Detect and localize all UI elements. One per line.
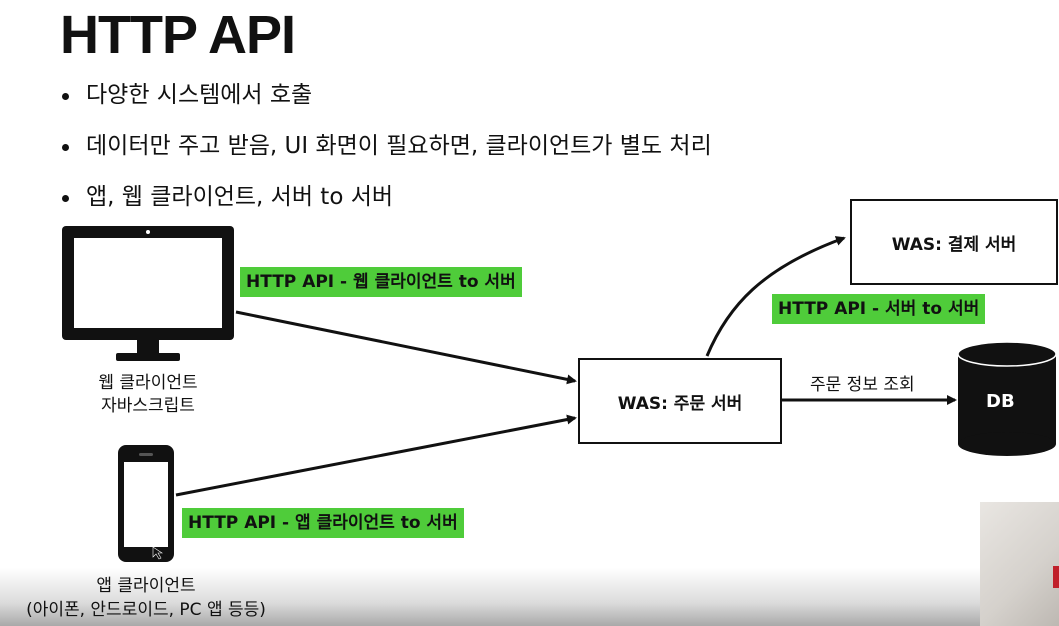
web-client-label: 웹 클라이언트 xyxy=(98,373,198,393)
phone-icon xyxy=(118,445,174,562)
bullet-item: 다양한 시스템에서 호출 xyxy=(58,78,712,129)
app-client-caption: 앱 클라이언트 (아이폰, 안드로이드, PC 앱 등등) xyxy=(8,574,284,622)
order-to-payment-arrow xyxy=(705,236,846,357)
server-to-server-label: HTTP API - 서버 to 서버 xyxy=(772,294,986,324)
app-client-sublabel: (아이폰, 안드로이드, PC 앱 등등) xyxy=(26,600,266,620)
db-label: DB xyxy=(986,391,1015,412)
payment-server-box: WAS: 결제 서버 xyxy=(850,199,1058,285)
web-client-sublabel: 자바스크립트 xyxy=(101,396,195,416)
thumbnail-accent xyxy=(1053,566,1059,588)
web-client-caption: 웹 클라이언트 자바스크립트 xyxy=(60,372,236,418)
app-to-server-label: HTTP API - 앱 클라이언트 to 서버 xyxy=(182,508,464,538)
app-to-order-arrow xyxy=(175,414,577,497)
order-server-label: WAS: 주문 서버 xyxy=(617,393,743,414)
web-to-server-label: HTTP API - 웹 클라이언트 to 서버 xyxy=(240,267,522,297)
monitor-icon xyxy=(62,226,234,361)
order-query-label: 주문 정보 조회 xyxy=(810,375,915,395)
app-client-label: 앱 클라이언트 xyxy=(96,576,196,596)
bullet-list: 다양한 시스템에서 호출 데이터만 주고 받음, UI 화면이 필요하면, 클라… xyxy=(58,78,712,231)
bullet-item: 데이터만 주고 받음, UI 화면이 필요하면, 클라이언트가 별도 처리 xyxy=(58,129,712,180)
bullet-item: 앱, 웹 클라이언트, 서버 to 서버 xyxy=(58,180,712,231)
payment-server-label: WAS: 결제 서버 xyxy=(891,234,1017,255)
webcam-thumbnail xyxy=(980,502,1059,626)
web-to-order-arrow xyxy=(235,310,577,385)
database-icon xyxy=(957,341,1057,456)
bottom-shade xyxy=(0,568,1059,626)
slide-title: HTTP API xyxy=(60,5,296,65)
order-server-box: WAS: 주문 서버 xyxy=(578,358,782,444)
